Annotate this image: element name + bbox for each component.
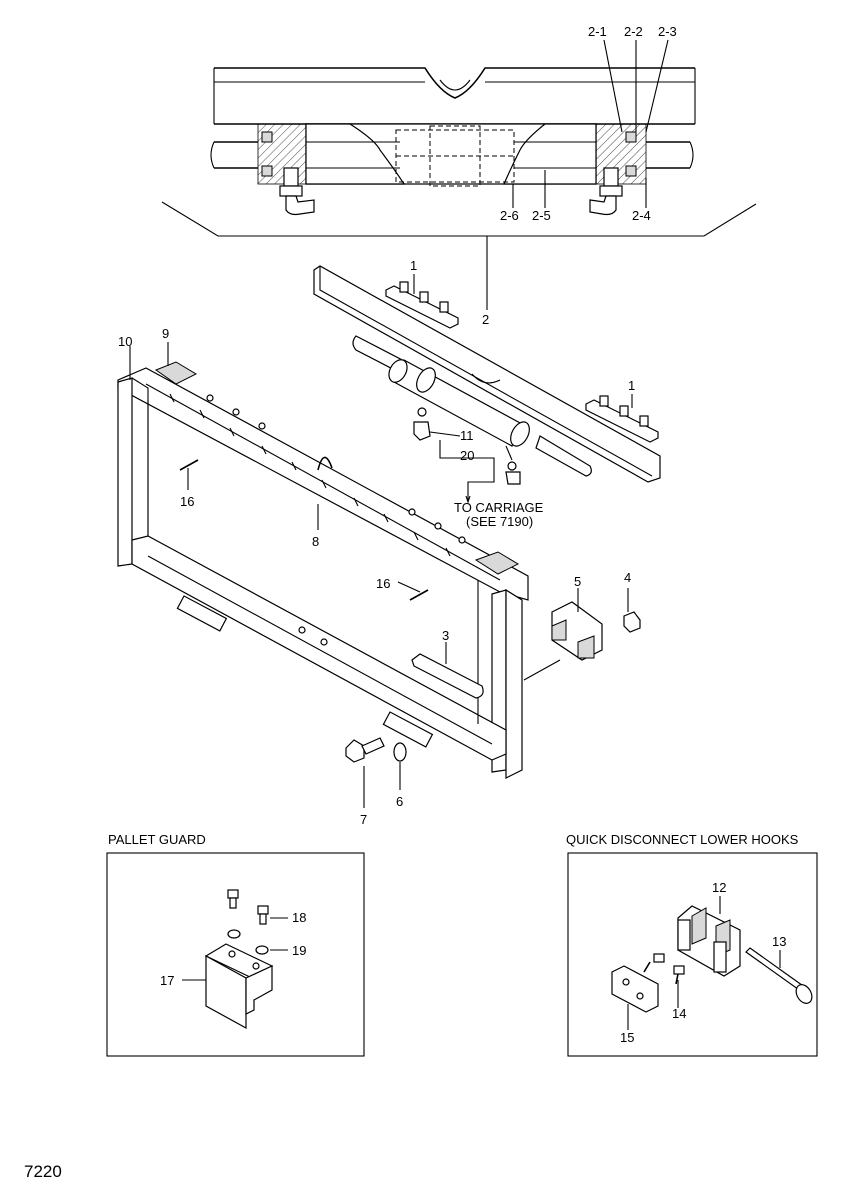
clamp-plate-right: [585, 395, 659, 443]
callout-20: 20: [460, 448, 474, 463]
right-fitting: [589, 167, 623, 216]
note-see-7190: (SEE 7190): [466, 514, 533, 529]
callout-2-4: 2-4: [632, 208, 651, 223]
stop-block: [551, 601, 603, 661]
callout-17: 17: [160, 973, 174, 988]
callout-5: 5: [574, 574, 581, 589]
callout-13: 13: [772, 934, 786, 949]
callout-10: 10: [118, 334, 132, 349]
cylinder-assembly: 1 1 2 11 20 TO CARRIAGE (SEE 7190): [313, 258, 661, 529]
fork-carriage-frame: 10 9 16 8 16 3 5 4 6 7: [117, 326, 641, 827]
callout-2-3: 2-3: [658, 24, 677, 39]
inset-pallet-guard: PALLET GUARD 18 19 17: [106, 832, 365, 1057]
callout-4: 4: [624, 570, 631, 585]
inset-quick-disconnect: QUICK DISCONNECT LOWER HOOKS 12 13 14 15: [566, 832, 818, 1057]
page-number: 7220: [24, 1162, 62, 1181]
callout-8: 8: [312, 534, 319, 549]
left-fitting: [279, 167, 315, 216]
callout-14: 14: [672, 1006, 686, 1021]
callout-12: 12: [712, 880, 726, 895]
callout-11: 11: [460, 428, 474, 443]
nut: [623, 611, 641, 633]
section-view: 2-1 2-2 2-3 2-6 2-5 2-4: [161, 24, 757, 310]
callout-1-top: 1: [410, 258, 417, 273]
callout-19: 19: [292, 943, 306, 958]
callout-6: 6: [396, 794, 403, 809]
note-to-carriage: TO CARRIAGE: [454, 500, 544, 515]
clamp-plate-left: [385, 281, 459, 329]
callout-1-right: 1: [628, 378, 635, 393]
callout-16-left: 16: [180, 494, 194, 509]
callout-16-right: 16: [376, 576, 390, 591]
callout-15: 15: [620, 1030, 634, 1045]
quick-disconnect-title: QUICK DISCONNECT LOWER HOOKS: [566, 832, 799, 847]
callout-7: 7: [360, 812, 367, 827]
bolt: [345, 737, 385, 763]
callout-9: 9: [162, 326, 169, 341]
callout-2-6: 2-6: [500, 208, 519, 223]
callout-2-2: 2-2: [624, 24, 643, 39]
washer: [393, 742, 407, 762]
pallet-guard-title: PALLET GUARD: [108, 832, 206, 847]
callout-2: 2: [482, 312, 489, 327]
callout-2-1: 2-1: [588, 24, 607, 39]
callout-18: 18: [292, 910, 306, 925]
callout-3: 3: [442, 628, 449, 643]
callout-2-5: 2-5: [532, 208, 551, 223]
